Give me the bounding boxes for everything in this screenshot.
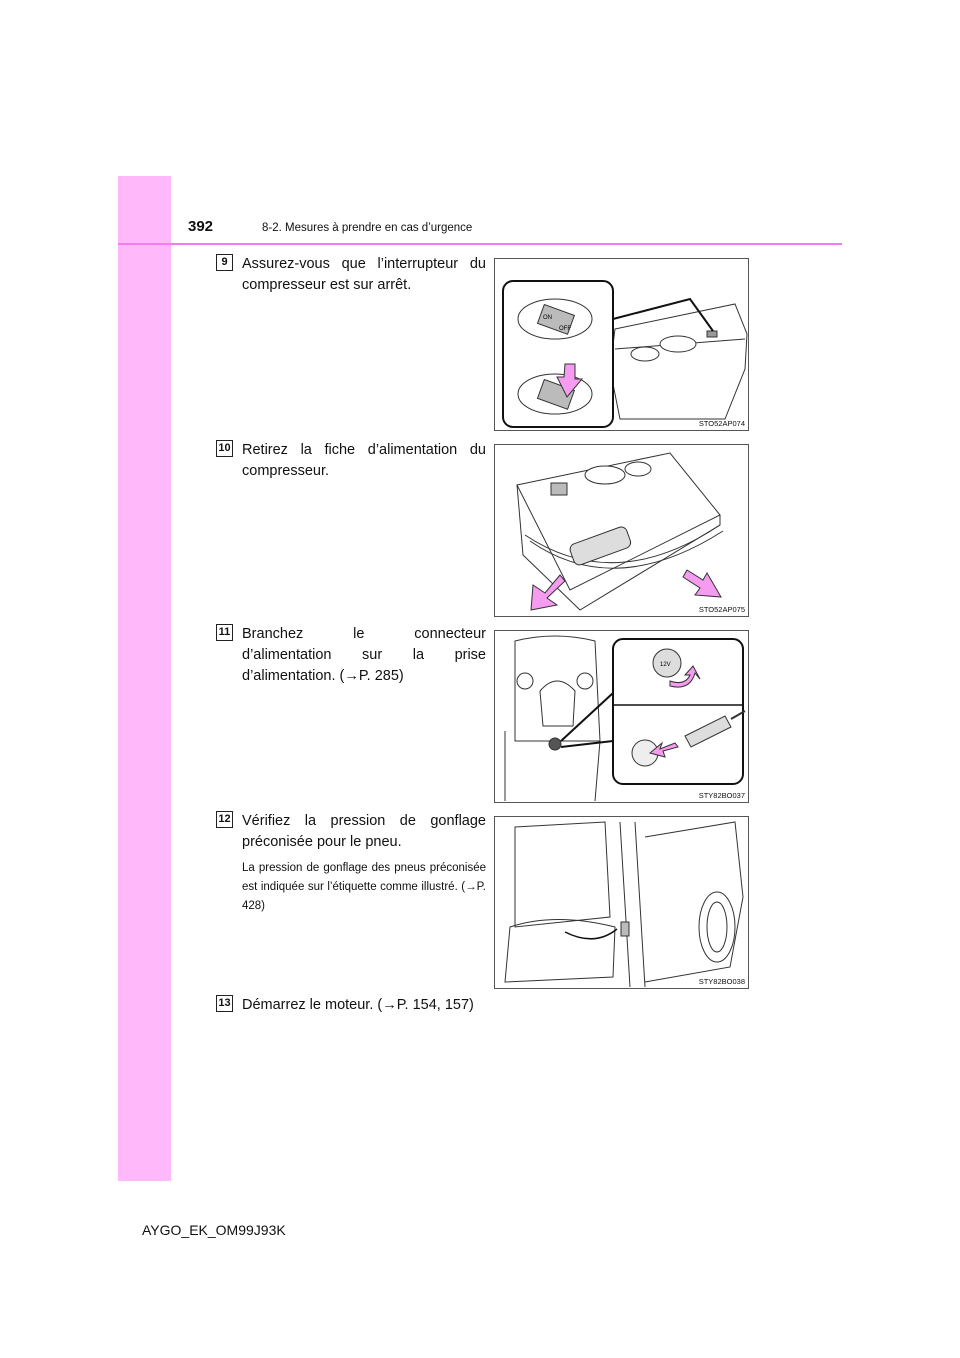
figure-tire-pressure-label: STY82BO038 <box>494 816 749 989</box>
step-10: 10 Retirez la fiche d’alimentation du co… <box>216 440 486 482</box>
figure-power-socket: 12V STY82BO037 <box>494 630 749 803</box>
socket-12v-label: 12V <box>660 662 671 668</box>
power-socket-illustration: 12V <box>504 635 746 802</box>
pink-arrow-icon <box>556 363 584 398</box>
step-text: Retirez la fiche d’alimentation du compr… <box>242 442 486 479</box>
step-number: 12 <box>216 811 233 828</box>
figure-code: STY82BO037 <box>698 791 745 800</box>
section-title: 8-2. Mesures à prendre en cas d’urgence <box>262 222 473 234</box>
document-code: AYGO_EK_OM99J93K <box>142 1222 286 1238</box>
switch-on-label: ON <box>543 315 552 321</box>
figure-code: STY82BO038 <box>698 977 745 986</box>
switch-off-label: OFF <box>559 326 571 332</box>
pink-arrow-icon <box>682 569 722 598</box>
figure-code: STO52AP075 <box>698 605 745 614</box>
step-note: La pression de gonflage des pneus précon… <box>242 862 486 912</box>
door-pillar-illustration <box>504 821 744 988</box>
compressor-switch-illustration: ON OFF <box>502 280 748 428</box>
step-text: Assurez-vous que l’interrupteur du compr… <box>242 256 486 293</box>
step-13: 13 Démarrez le moteur. (→P. 154, 157) <box>216 995 506 1016</box>
figure-code: STO52AP074 <box>698 419 745 428</box>
step-12: 12 Vérifiez la pression de gonflage préc… <box>216 811 486 916</box>
step-text: Vérifiez la pression de gonflage préconi… <box>242 813 486 850</box>
step-text: Démarrez le moteur. (→P. 154, 157) <box>242 997 474 1013</box>
step-number: 10 <box>216 440 233 457</box>
compressor-plug-illustration <box>516 452 724 611</box>
pink-arrow-icon <box>648 741 679 758</box>
chapter-sidebar-tab <box>118 176 171 1181</box>
pink-arrow-icon <box>530 574 566 611</box>
step-number: 9 <box>216 254 233 271</box>
step-text: Branchez le connecteur d’alimentation su… <box>242 626 486 684</box>
step-9: 9 Assurez-vous que l’interrupteur du com… <box>216 254 486 296</box>
arrow-icon <box>564 928 618 940</box>
header-divider <box>118 243 842 245</box>
page-number: 392 <box>188 218 214 235</box>
figure-remove-plug: STO52AP075 <box>494 444 749 617</box>
pink-rotate-arrow-icon <box>669 665 701 688</box>
step-number: 13 <box>216 995 233 1012</box>
figure-compressor-switch: ON OFF STO52AP074 <box>494 258 749 431</box>
step-11: 11 Branchez le connecteur d’alimentation… <box>216 624 486 687</box>
step-number: 11 <box>216 624 233 641</box>
